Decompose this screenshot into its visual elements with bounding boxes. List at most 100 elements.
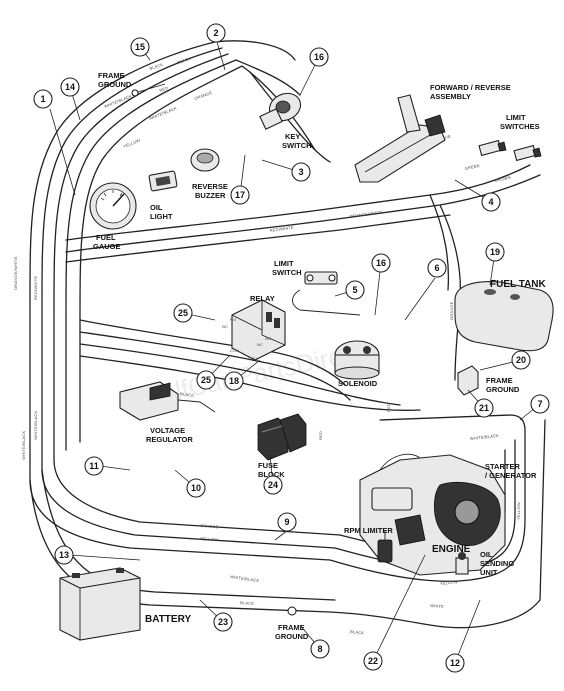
svg-text:7: 7 — [537, 399, 542, 409]
svg-text:24: 24 — [268, 480, 278, 490]
voltage-regulator-label: VOLTAGE — [150, 426, 185, 435]
wire-label: BLACK — [177, 56, 192, 65]
callout: 23 — [213, 612, 233, 632]
svg-text:9: 9 — [284, 517, 289, 527]
callout: 12 — [445, 653, 465, 673]
callout: 9 — [277, 512, 297, 532]
wire-label: ORANGE/WHITE — [13, 256, 18, 290]
svg-text:5: 5 — [352, 285, 357, 295]
fuel-tank — [454, 281, 554, 352]
svg-text:4: 4 — [488, 197, 493, 207]
callout: 22 — [363, 651, 383, 671]
wire-label: WHITE/BLACK — [230, 574, 260, 583]
oil-sending-unit — [455, 552, 469, 575]
wire-label: WHITE/BLACK — [33, 411, 38, 440]
frame-ground-right-label: GROUND — [486, 385, 520, 394]
frame-ground-right-label: FRAME — [486, 376, 513, 385]
limit-switches — [478, 139, 542, 162]
callout: 6 — [427, 258, 447, 278]
wire-label: ORANGE — [194, 90, 213, 101]
battery-label: BATTERY — [145, 614, 191, 625]
oil-sending-unit-label: UNIT — [480, 568, 498, 577]
callout: 21 — [474, 398, 494, 418]
engine — [359, 453, 506, 576]
callout: 16 — [309, 47, 329, 67]
oil-light-label: LIGHT — [150, 212, 173, 221]
voltage-regulator-label: REGULATOR — [146, 435, 193, 444]
svg-text:21: 21 — [479, 403, 489, 413]
relay-terminal: NO — [230, 317, 236, 322]
wire-label: WHITE — [430, 603, 444, 609]
fuel-gauge-label: FUEL — [96, 233, 116, 242]
key-switch-label: KEY — [285, 132, 300, 141]
svg-text:14: 14 — [65, 82, 75, 92]
svg-text:17: 17 — [235, 190, 245, 200]
svg-text:22: 22 — [368, 656, 378, 666]
fuel-tank-label: FUEL TANK — [490, 279, 547, 290]
rpm-limiter — [377, 530, 393, 563]
wire-label: GREEN — [464, 163, 480, 171]
callout: 19 — [485, 242, 505, 262]
forward-reverse-label: FORWARD / REVERSE — [430, 83, 511, 92]
key-switch — [259, 92, 302, 130]
svg-text:13: 13 — [59, 550, 69, 560]
solenoid-label: SOLENOID — [338, 379, 378, 388]
wire-label: ORANGE — [449, 301, 454, 320]
solenoid — [334, 340, 380, 380]
frame-ground-bottom-label: GROUND — [275, 632, 309, 641]
frame-ground-bottom — [287, 606, 297, 616]
limit-switches-label: SWITCHES — [500, 122, 540, 131]
wire-label: WHITE/BLACK — [470, 433, 500, 441]
wire-label: RED — [386, 403, 391, 412]
callout: 5 — [345, 280, 365, 300]
oil-sending-unit-label: SENDING — [480, 559, 514, 568]
limit-switch-label: SWITCH — [272, 268, 302, 277]
svg-text:15: 15 — [135, 42, 145, 52]
forward-reverse-assembly — [354, 94, 446, 183]
battery — [59, 567, 141, 641]
svg-text:19: 19 — [490, 247, 500, 257]
callout: 8 — [310, 639, 330, 659]
reverse-buzzer — [190, 148, 220, 172]
callout: 11 — [84, 456, 104, 476]
callout: 25 — [196, 370, 216, 390]
limit-switches-label: LIMIT — [506, 113, 526, 122]
fuse-block-label: FUSE — [258, 461, 278, 470]
frame-ground-top-label: GROUND — [98, 80, 132, 89]
svg-text:10: 10 — [191, 483, 201, 493]
starter-generator-label: / GENERATOR — [485, 471, 537, 480]
limit-switch-label: LIMIT — [274, 259, 294, 268]
callout: 7 — [530, 394, 550, 414]
svg-text:25: 25 — [178, 308, 188, 318]
wire-label: BLACK — [180, 391, 195, 398]
relay-label: RELAY — [250, 294, 275, 303]
wire-label: RED/WHITE — [33, 276, 38, 300]
callout: 2 — [206, 23, 226, 43]
wire-label: BLACK — [350, 629, 365, 635]
frame-ground-top — [131, 83, 166, 97]
callout: 15 — [130, 37, 150, 57]
svg-text:25: 25 — [201, 375, 211, 385]
svg-text:3: 3 — [298, 167, 303, 177]
wire-label: YELLOW — [123, 138, 141, 149]
svg-text:20: 20 — [516, 355, 526, 365]
reverse-buzzer-label: REVERSE — [192, 182, 228, 191]
svg-text:2: 2 — [213, 28, 218, 38]
wire-label: ORANGE — [200, 523, 219, 529]
starter-generator-label: STARTER — [485, 462, 520, 471]
callout: 3 — [291, 162, 311, 182]
svg-text:12: 12 — [450, 658, 460, 668]
callout: 16 — [371, 253, 391, 273]
svg-text:8: 8 — [317, 644, 322, 654]
oil-light-label: OIL — [150, 203, 163, 212]
svg-text:6: 6 — [434, 263, 439, 273]
wire-label: BLACK — [149, 62, 164, 71]
rpm-limiter-label: RPM LIMITER — [344, 526, 393, 535]
svg-text:11: 11 — [89, 461, 99, 471]
fuel-gauge-label: GAUGE — [93, 242, 121, 251]
wire-label: BLACK — [240, 600, 255, 606]
frame-ground-bottom-label: FRAME — [278, 623, 305, 632]
fuel-gauge — [89, 182, 137, 230]
